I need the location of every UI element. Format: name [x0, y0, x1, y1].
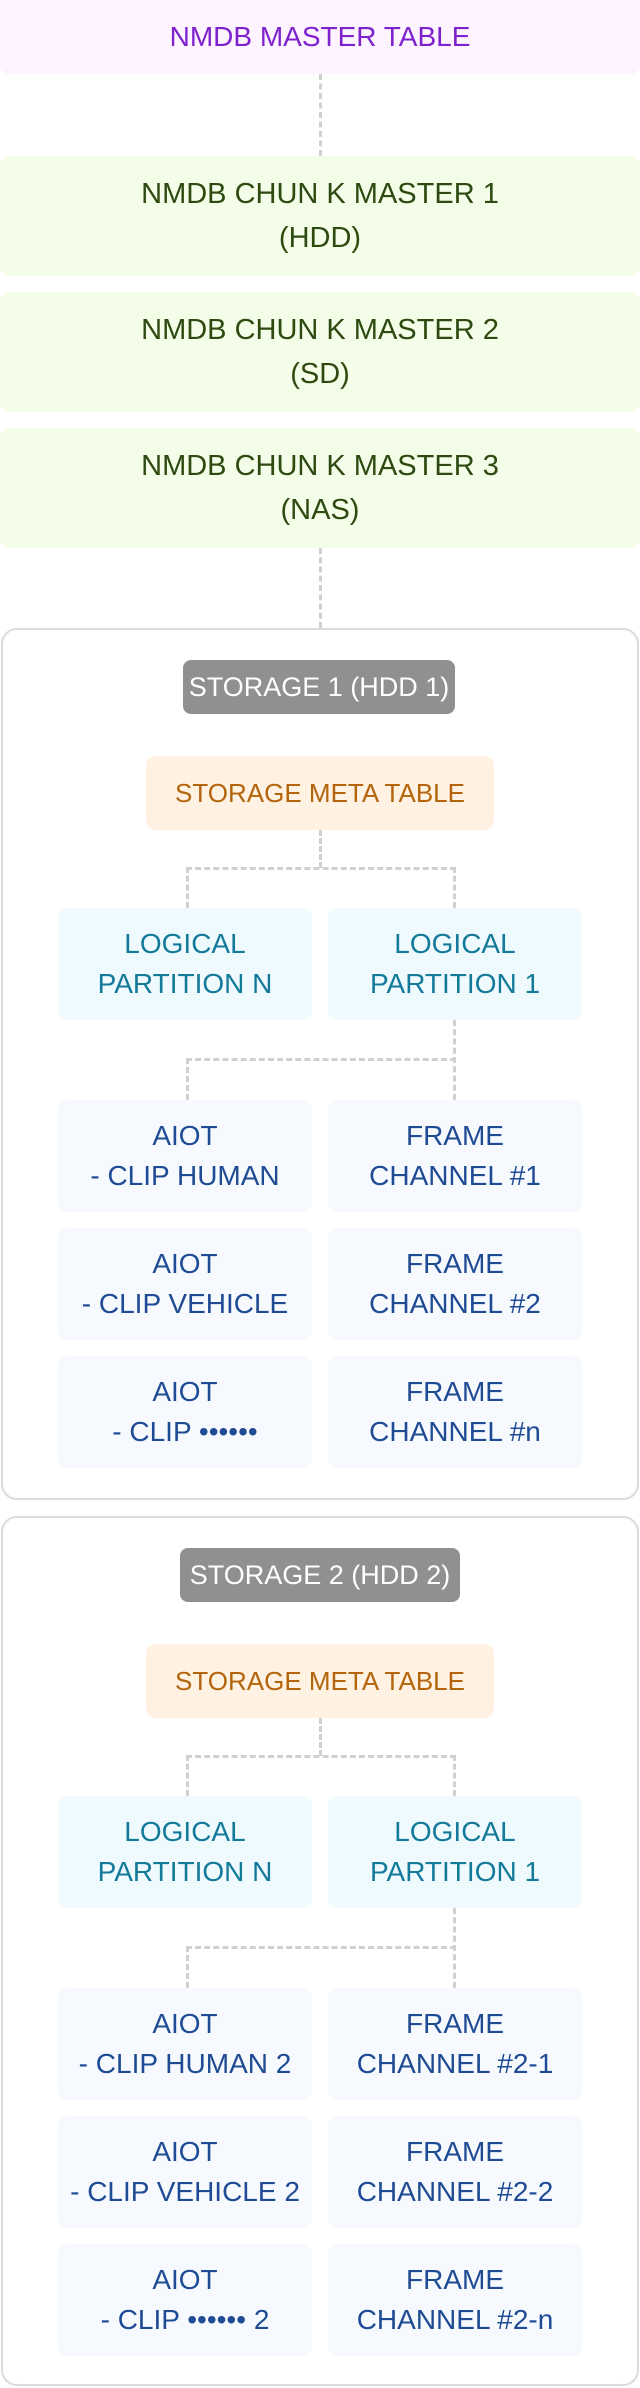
connector-s1-leaf-bar [186, 1058, 456, 1061]
connector-s2-leaf-bar [186, 1946, 456, 1949]
storage-1-meta-table: STORAGE META TABLE [146, 756, 494, 830]
storage-1-label: STORAGE 1 (HDD 1) [183, 660, 455, 714]
storage-2-aiot-clip-2: AIOT - CLIP VEHICLE 2 [58, 2116, 312, 2228]
connector-s1-to-partition-n [186, 867, 189, 908]
storage-1-aiot-clip-1: AIOT - CLIP HUMAN [58, 1100, 312, 1212]
chunk-master-1: NMDB CHUN K MASTER 1 (HDD) [0, 156, 640, 276]
connector-s2-to-partition-1 [453, 1755, 456, 1796]
storage-2-partition-1: LOGICAL PARTITION 1 [328, 1796, 582, 1908]
storage-2-frame-channel-1: FRAME CHANNEL #2-1 [328, 1988, 582, 2100]
storage-1-partition-n: LOGICAL PARTITION N [58, 908, 312, 1020]
storage-2-frame-channel-2: FRAME CHANNEL #2-2 [328, 2116, 582, 2228]
connector-master-to-chunk [319, 74, 322, 156]
storage-1-aiot-clip-3: AIOT - CLIP •••••• [58, 1356, 312, 1468]
storage-2-aiot-clip-1: AIOT - CLIP HUMAN 2 [58, 1988, 312, 2100]
connector-s1-to-aiot [186, 1058, 189, 1100]
connector-s1-to-partition-1 [453, 867, 456, 908]
connector-s2-to-aiot [186, 1946, 189, 1988]
storage-2-partition-n: LOGICAL PARTITION N [58, 1796, 312, 1908]
connector-s2-meta-stem [319, 1718, 322, 1756]
connector-s1-meta-stem [319, 830, 322, 868]
connector-chunk-to-storage [319, 548, 322, 628]
connector-s1-meta-bar [186, 867, 456, 870]
nmdb-master-table: NMDB MASTER TABLE [0, 0, 640, 74]
chunk-master-2: NMDB CHUN K MASTER 2 (SD) [0, 292, 640, 412]
connector-s2-meta-bar [186, 1755, 456, 1758]
storage-1-frame-channel-2: FRAME CHANNEL #2 [328, 1228, 582, 1340]
storage-2-aiot-clip-3: AIOT - CLIP •••••• 2 [58, 2244, 312, 2356]
chunk-master-3: NMDB CHUN K MASTER 3 (NAS) [0, 428, 640, 548]
connector-s2-to-partition-n [186, 1755, 189, 1796]
storage-2-label: STORAGE 2 (HDD 2) [180, 1548, 460, 1602]
storage-2-frame-channel-3: FRAME CHANNEL #2-n [328, 2244, 582, 2356]
storage-1-aiot-clip-2: AIOT - CLIP VEHICLE [58, 1228, 312, 1340]
storage-1-partition-1: LOGICAL PARTITION 1 [328, 908, 582, 1020]
storage-2-meta-table: STORAGE META TABLE [146, 1644, 494, 1718]
storage-1-frame-channel-1: FRAME CHANNEL #1 [328, 1100, 582, 1212]
storage-1-frame-channel-3: FRAME CHANNEL #n [328, 1356, 582, 1468]
